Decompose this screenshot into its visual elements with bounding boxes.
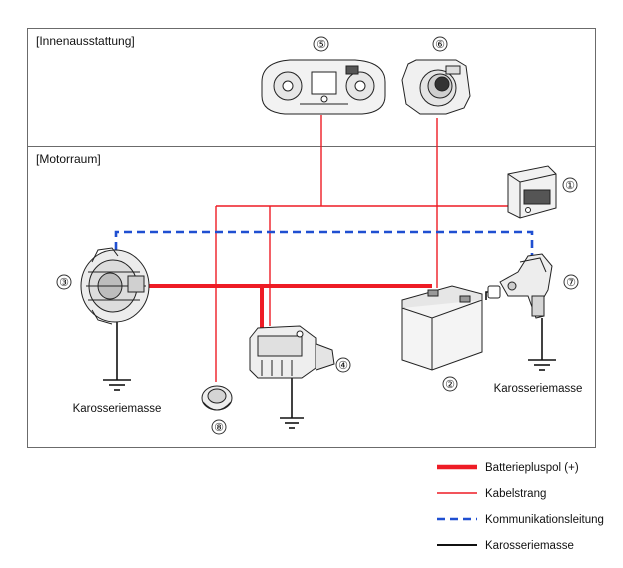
svg-text:Karosseriemasse: Karosseriemasse (485, 540, 574, 552)
section-engine-room-label: [Motorraum] (36, 152, 101, 166)
svg-text:③: ③ (59, 277, 69, 289)
control-unit-icon (507, 165, 557, 219)
battery-sensor-icon (487, 253, 553, 319)
svg-text:Batteriepluspol (+): Batteriepluspol (+) (485, 462, 579, 474)
ground-symbol-starter (280, 417, 304, 429)
legend-item-communication: Kommunikationsleitung (437, 514, 604, 526)
marker-2: ② (442, 376, 458, 392)
battery-icon (401, 285, 483, 371)
section-interior-label: [Innenausstattung] (36, 34, 135, 48)
svg-text:Kommunikationsleitung: Kommunikationsleitung (485, 514, 604, 526)
starter-motor-icon (249, 325, 335, 379)
diagram-frame (27, 28, 596, 448)
svg-text:Kabelstrang: Kabelstrang (485, 488, 546, 500)
battery-plus-wires (146, 284, 432, 334)
marker-4: ④ (335, 357, 351, 373)
ground-label-sensor: Karosseriemasse (494, 383, 583, 395)
svg-text:⑧: ⑧ (214, 422, 224, 434)
start-button-icon (401, 59, 471, 115)
marker-6: ⑥ (432, 36, 448, 52)
marker-5: ⑤ (313, 36, 329, 52)
legend-item-ground: Karosseriemasse (437, 540, 574, 552)
legend-item-harness: Kabelstrang (437, 488, 546, 500)
legend-item-battery-plus: Batteriepluspol (+) (437, 462, 579, 474)
marker-7: ⑦ (563, 274, 579, 290)
marker-1: ① (562, 177, 578, 193)
svg-text:①: ① (565, 180, 575, 192)
svg-text:②: ② (445, 379, 455, 391)
ground-label-alternator: Karosseriemasse (73, 403, 162, 415)
marker-8: ⑧ (211, 419, 227, 435)
ground-symbol-alternator (103, 379, 131, 391)
svg-text:⑤: ⑤ (316, 39, 326, 51)
harness-wires (215, 115, 508, 382)
svg-text:④: ④ (338, 360, 348, 372)
alternator-icon (80, 247, 150, 325)
small-sensor-icon (201, 385, 233, 411)
communication-line (114, 230, 534, 256)
ground-symbol-sensor (528, 359, 556, 371)
legend: Batteriepluspol (+) Kabelstrang Kommunik… (437, 462, 604, 552)
marker-3: ③ (56, 274, 72, 290)
svg-text:⑥: ⑥ (435, 39, 445, 51)
instrument-cluster-icon (261, 59, 386, 115)
svg-text:⑦: ⑦ (566, 277, 576, 289)
